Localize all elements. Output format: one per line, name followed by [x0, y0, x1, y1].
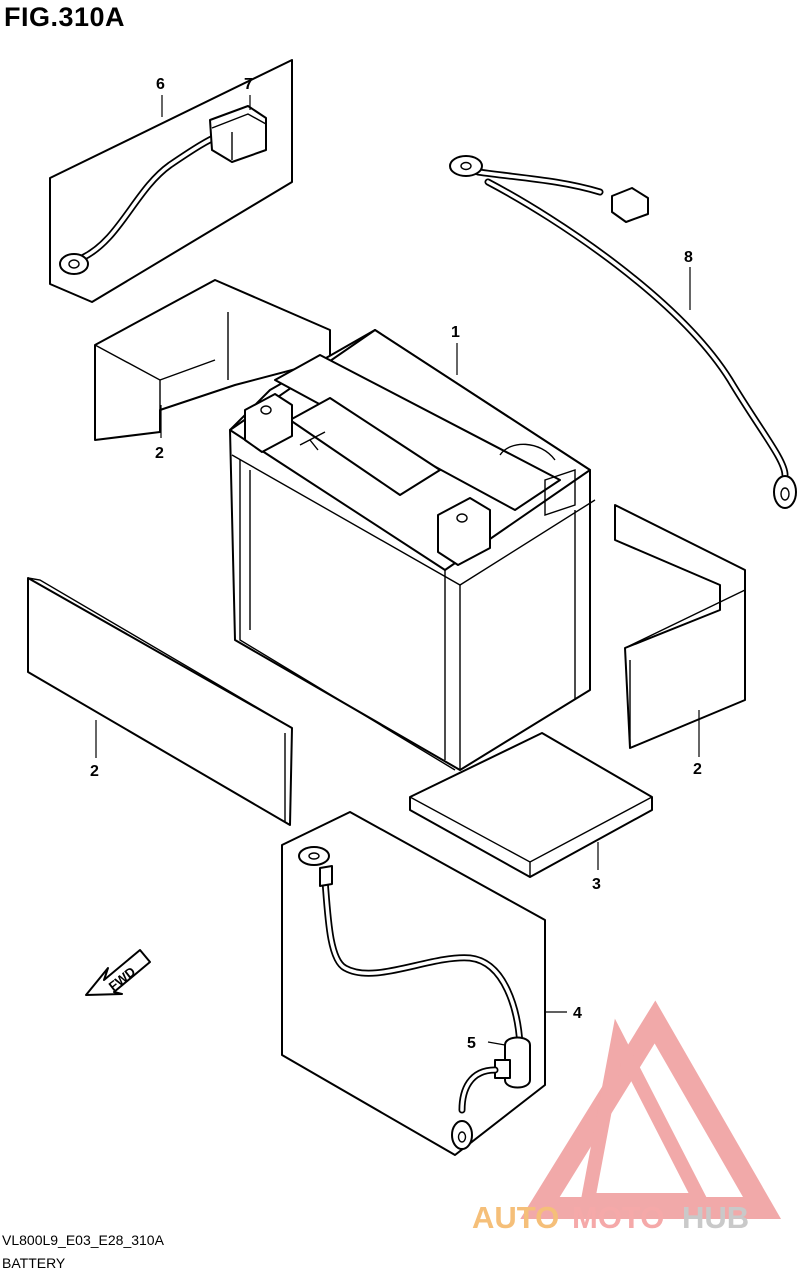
watermark-text-hub: HUB [682, 1200, 749, 1235]
watermark-text-moto: MOTO [572, 1200, 664, 1235]
fwd-arrow-icon: FWD [85, 949, 151, 996]
leader-lines [95, 95, 700, 1046]
cap-7-icon [209, 105, 267, 163]
panel-cable-4-5 [281, 811, 546, 1156]
figure-title: FIG.310A [4, 2, 126, 32]
panel-cable-6-7 [49, 59, 293, 303]
callout-1: 1 [451, 324, 460, 341]
callout-6: 6 [156, 76, 165, 93]
callout-2-back: 2 [155, 445, 164, 462]
callout-3: 3 [592, 876, 601, 893]
cable-8 [449, 155, 797, 509]
callout-4: 4 [573, 1005, 582, 1022]
callout-5: 5 [467, 1035, 476, 1052]
callout-7: 7 [244, 76, 253, 93]
callout-2-front: 2 [90, 763, 99, 780]
callout-8: 8 [684, 249, 693, 266]
watermark-logo: AUTO MOTO HUB [472, 1000, 782, 1235]
pad-3 [409, 732, 653, 878]
diagram-caption: BATTERY [2, 1255, 66, 1271]
callout-labels: 6 7 8 1 2 2 2 3 4 5 [90, 76, 702, 1052]
spacer-2-right [614, 504, 746, 749]
watermark-text-auto: AUTO [472, 1200, 559, 1235]
battery-1 [229, 329, 596, 771]
spacer-2-back [94, 279, 331, 441]
spacer-2-front [27, 577, 293, 826]
callout-2-right: 2 [693, 761, 702, 778]
model-code: VL800L9_E03_E28_310A [2, 1232, 164, 1248]
boot-5-icon [494, 1036, 531, 1089]
